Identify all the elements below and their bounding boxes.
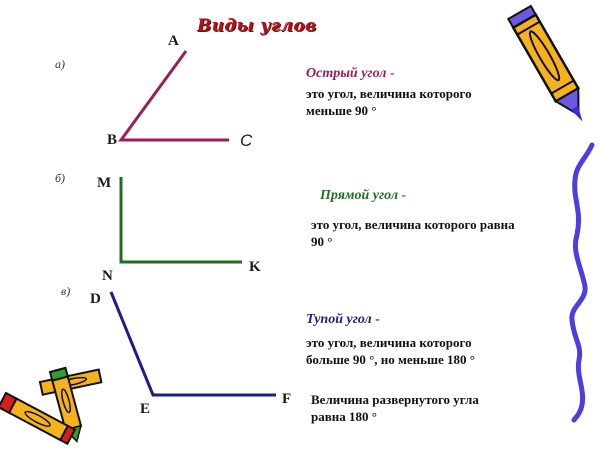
wavy-line: [569, 142, 595, 423]
right-definition-line2: 90 °: [311, 234, 333, 249]
straight-angle-line1: Величина развернутого угла: [311, 392, 479, 407]
point-label-c: C: [240, 131, 253, 150]
point-label-a: A: [168, 33, 179, 49]
obtuse-heading-text: Тупой угол: [306, 312, 372, 327]
acute-angle: [118, 50, 229, 142]
section-label-b: б): [55, 171, 66, 185]
right-heading-text: Прямой угол: [320, 188, 399, 203]
obtuse-angle: [109, 291, 276, 397]
acute-definition-line1: это угол, величина которого: [306, 86, 472, 101]
obtuse-heading: Тупой угол -: [306, 312, 380, 328]
right-definition: это угол, величина которого равна 90 °: [311, 216, 515, 250]
acute-definition-line2: меньше 90 °: [306, 103, 377, 118]
acute-definition: это угол, величина которого меньше 90 °: [306, 85, 472, 119]
straight-angle-line2: равна 180 °: [311, 409, 377, 424]
acute-heading: Острый угол -: [306, 66, 395, 82]
acute-heading-dash: -: [389, 66, 395, 81]
acute-heading-text: Острый угол: [306, 66, 387, 81]
point-label-k: K: [249, 259, 261, 275]
section-label-a: а): [55, 57, 65, 71]
crayons-icon: [0, 366, 103, 446]
straight-angle-note: Величина развернутого угла равна 180 °: [311, 391, 479, 425]
pencil-icon: [506, 4, 583, 122]
obtuse-heading-dash: -: [375, 312, 380, 327]
point-label-e: E: [140, 401, 151, 417]
point-label-f: F: [282, 391, 292, 407]
obtuse-definition: это угол, величина которого больше 90 °,…: [306, 334, 475, 368]
obtuse-definition-line2: больше 90 °, но меньше 180 °: [306, 352, 475, 367]
right-definition-line1: это угол, величина которого равна: [311, 217, 515, 232]
obtuse-definition-line1: это угол, величина которого: [306, 335, 472, 350]
point-label-m: M: [97, 175, 112, 191]
page-title: Виды углов: [197, 16, 317, 36]
right-heading-dash: -: [401, 188, 407, 203]
point-label-n: N: [102, 268, 113, 284]
point-label-b: B: [107, 132, 118, 148]
right-angle: [119, 177, 242, 264]
right-heading: Прямой угол -: [320, 188, 406, 204]
point-label-d: D: [90, 291, 101, 307]
section-label-c: в): [61, 284, 71, 298]
